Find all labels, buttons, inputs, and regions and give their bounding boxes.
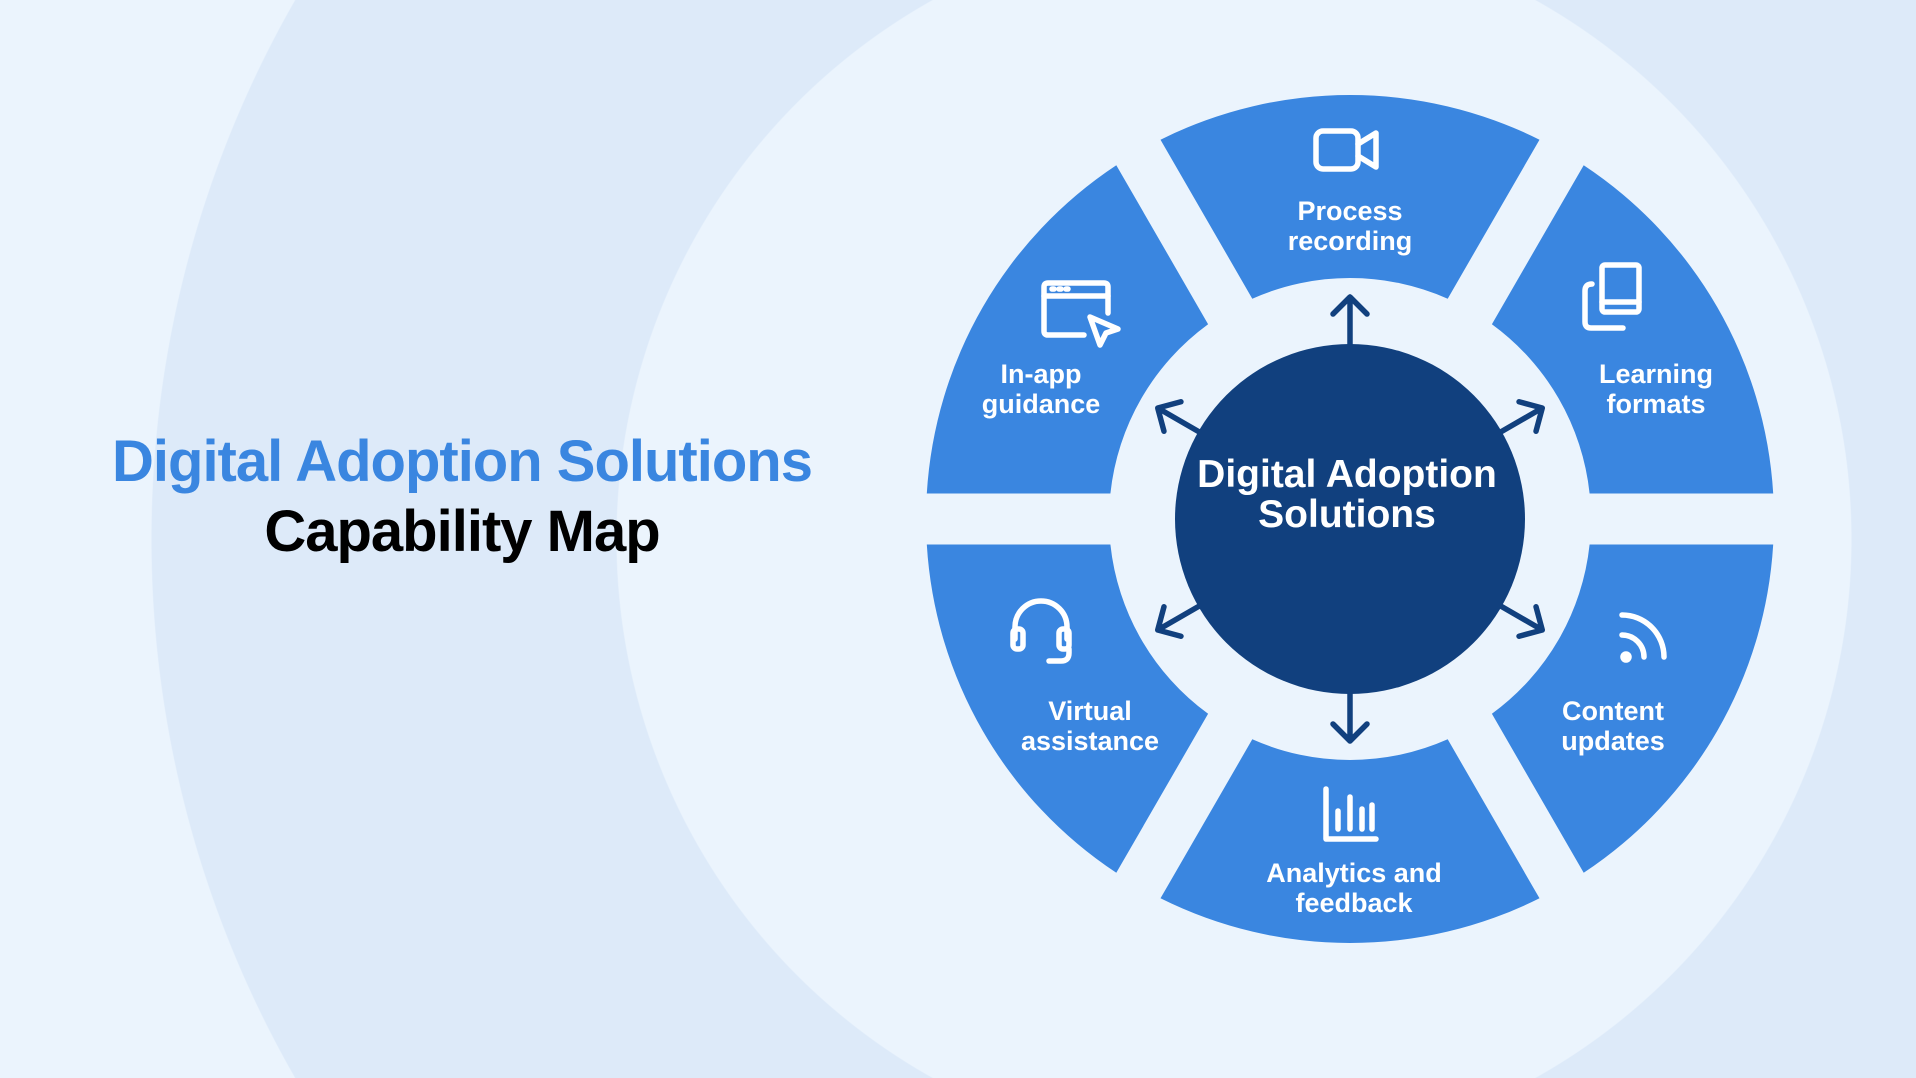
title-primary: Digital Adoption Solutions <box>112 429 813 494</box>
segment-label-analytics-feedback: Analytics and feedback <box>1266 858 1442 918</box>
video-camera-icon <box>1313 128 1379 172</box>
arrow-in-app-guidance <box>1154 399 1206 437</box>
arrow-content-updates <box>1494 601 1546 639</box>
arrow-learning-formats <box>1494 399 1546 437</box>
bar-chart-icon <box>1323 786 1379 842</box>
arrow-virtual-assistance <box>1154 601 1206 639</box>
hub-label: Digital Adoption Solutions <box>1197 453 1497 536</box>
segment-process-recording <box>1160 94 1540 299</box>
rss-feed-icon <box>1619 612 1667 663</box>
segment-label-learning-formats: Learning formats <box>1598 359 1713 419</box>
segment-label-process-recording: Process recording <box>1287 196 1413 256</box>
title-secondary: Capability Map <box>264 499 660 564</box>
book-copy-icon <box>1582 262 1642 331</box>
hub-circle <box>1175 344 1525 694</box>
segment-label-content-updates: Content updates <box>1561 696 1665 756</box>
segment-virtual-assistance <box>926 544 1209 873</box>
segment-label-virtual-assistance: Virtual assistance <box>1020 696 1160 756</box>
segment-learning-formats <box>1491 165 1774 494</box>
segment-in-app-guidance <box>926 165 1209 494</box>
arrow-process-recording <box>1330 294 1370 352</box>
segment-content-updates <box>1491 544 1774 873</box>
arrow-analytics-and-feedback <box>1330 686 1370 744</box>
headset-icon <box>1010 598 1072 664</box>
browser-cursor-icon <box>1041 280 1121 348</box>
segment-label-in-app-guidance: In-app guidance <box>981 359 1101 419</box>
